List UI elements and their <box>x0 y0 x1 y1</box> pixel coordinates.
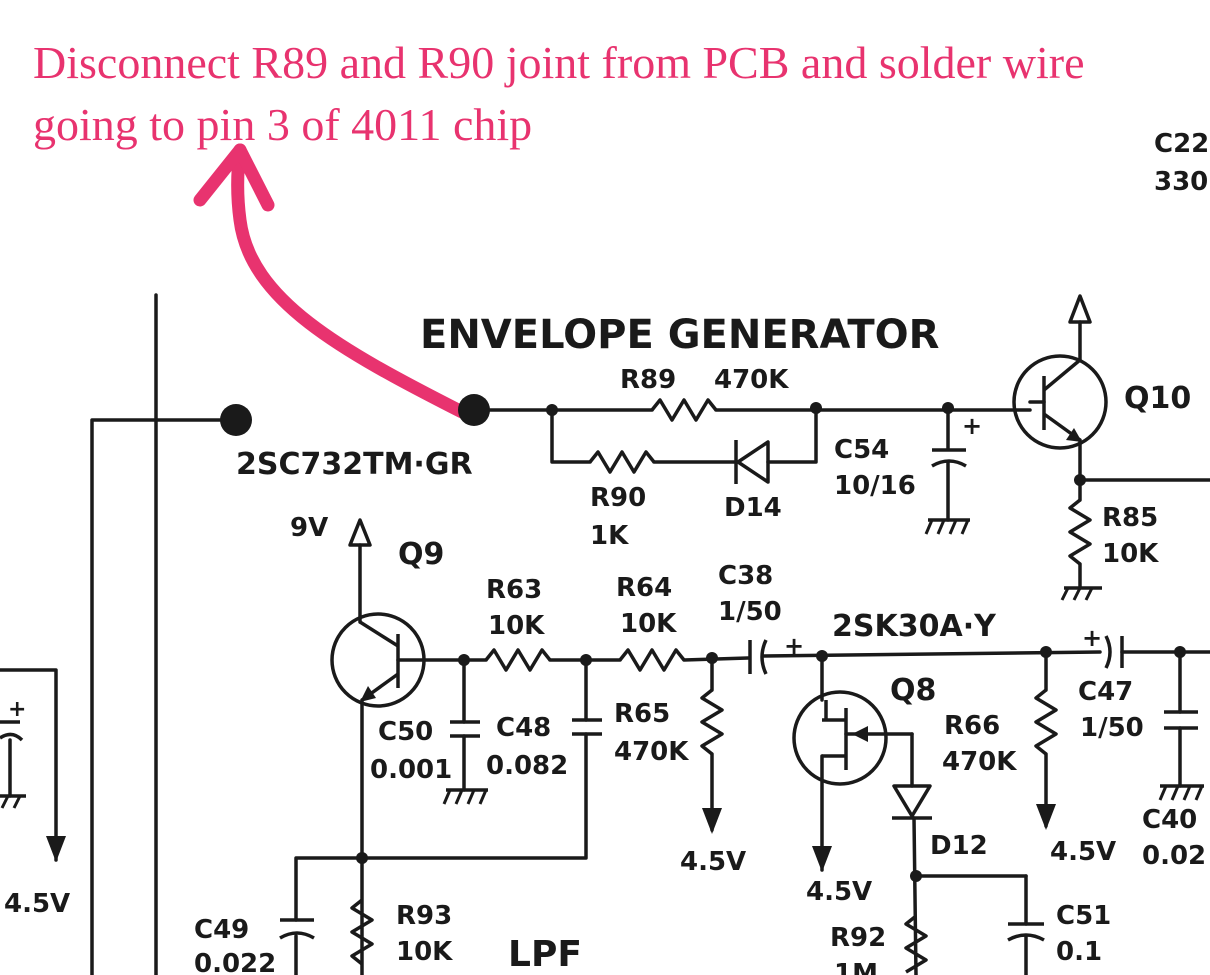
c48-name: C48 <box>496 713 551 743</box>
c49-name: C49 <box>194 915 249 945</box>
r85-name: R85 <box>1102 503 1158 533</box>
v9-label: 9V <box>290 513 328 543</box>
c54-value: 10/16 <box>834 471 916 501</box>
r92-name: R92 <box>830 923 886 953</box>
resistor-r85 <box>1068 498 1092 566</box>
svg-text:+: + <box>1082 624 1102 652</box>
ground-r85 <box>1060 562 1102 601</box>
resistor-r64 <box>618 648 686 672</box>
resistor-r66 <box>1034 688 1058 756</box>
r93-name: R93 <box>396 901 452 931</box>
r89-name: R89 <box>620 365 676 395</box>
r63-value: 10K <box>488 611 545 641</box>
diode-d12 <box>892 732 1028 975</box>
annotation-text: Disconnect R89 and R90 joint from PCB an… <box>33 37 1085 150</box>
c40-name: C40 <box>1142 805 1197 835</box>
c50-name: C50 <box>378 717 433 747</box>
v45-r66: 4.5V <box>1050 837 1116 867</box>
c38-value: 1/50 <box>718 597 782 627</box>
capacitor-c54: + <box>924 406 982 535</box>
c47-name: C47 <box>1078 677 1133 707</box>
svg-text:+: + <box>8 697 26 722</box>
resistor-r65 <box>700 688 724 756</box>
r93-value: 10K <box>396 937 453 967</box>
r64-value: 10K <box>620 609 677 639</box>
c50-value: 0.001 <box>370 755 452 785</box>
annotation-arrow <box>193 143 469 419</box>
c40-value: 0.02 <box>1142 841 1206 871</box>
resistor-r92 <box>904 914 928 974</box>
connection-dot-left <box>220 404 252 436</box>
fet-q8 <box>792 654 914 872</box>
r65-name: R65 <box>614 699 670 729</box>
resistor-r89 <box>650 398 718 422</box>
q9-name: Q9 <box>398 537 444 572</box>
capacitor-c51 <box>1007 874 1045 975</box>
transistor-q9 <box>330 518 466 975</box>
transistor-q10 <box>1012 294 1210 502</box>
c22-name: C22 <box>1154 129 1209 159</box>
r64-name: R64 <box>616 573 672 603</box>
capacitor-c47: + <box>1082 624 1210 669</box>
r92-value: 1M <box>834 959 878 975</box>
r85-value: 10K <box>1102 539 1159 569</box>
c51-name: C51 <box>1056 901 1111 931</box>
c49-value: 0.022 <box>194 949 276 975</box>
resistor-r93 <box>350 898 374 966</box>
d14-name: D14 <box>724 493 782 523</box>
fet-note: 2SK30A·Y <box>832 609 997 644</box>
c48-value: 0.082 <box>486 751 568 781</box>
capacitor-c50 <box>442 658 488 805</box>
c47-value: 1/50 <box>1080 713 1144 743</box>
left-partial-circuit: + <box>0 668 66 862</box>
r90-value: 1K <box>590 521 629 551</box>
diode-d14 <box>734 440 770 484</box>
c22-value: 330 <box>1154 167 1208 197</box>
arrow-r66 <box>1036 804 1056 830</box>
c38-name: C38 <box>718 561 773 591</box>
c54-name: C54 <box>834 435 889 465</box>
v45-r65: 4.5V <box>680 847 746 877</box>
capacitor-c49 <box>279 918 315 975</box>
r66-name: R66 <box>944 711 1000 741</box>
resistor-r90 <box>588 450 656 474</box>
r90-name: R90 <box>590 483 646 513</box>
c51-value: 0.1 <box>1056 937 1102 967</box>
d12-name: D12 <box>930 831 988 861</box>
arrow-r65 <box>702 808 722 834</box>
r89-value: 470K <box>714 365 789 395</box>
r66-value: 470K <box>942 747 1017 777</box>
wire-d14-right <box>766 406 818 464</box>
bus-line-2 <box>90 418 238 975</box>
v45-left: 4.5V <box>4 889 70 919</box>
q8-name: Q8 <box>890 673 936 708</box>
v45-q8: 4.5V <box>806 877 872 907</box>
capacitor-c38: + <box>748 632 804 675</box>
svg-text:+: + <box>784 632 804 660</box>
capacitor-c40 <box>1158 650 1204 801</box>
capacitor-c48 <box>294 658 602 922</box>
r63-name: R63 <box>486 575 542 605</box>
wire-r90-branch <box>550 408 592 464</box>
q10-name: Q10 <box>1124 381 1191 416</box>
transistor-note: 2SC732TM·GR <box>236 447 473 482</box>
svg-text:+: + <box>962 412 982 440</box>
lpf-label: LPF <box>508 934 582 975</box>
resistor-r63 <box>484 648 552 672</box>
r65-value: 470K <box>614 737 689 767</box>
envelope-generator-title: ENVELOPE GENERATOR <box>420 312 939 358</box>
